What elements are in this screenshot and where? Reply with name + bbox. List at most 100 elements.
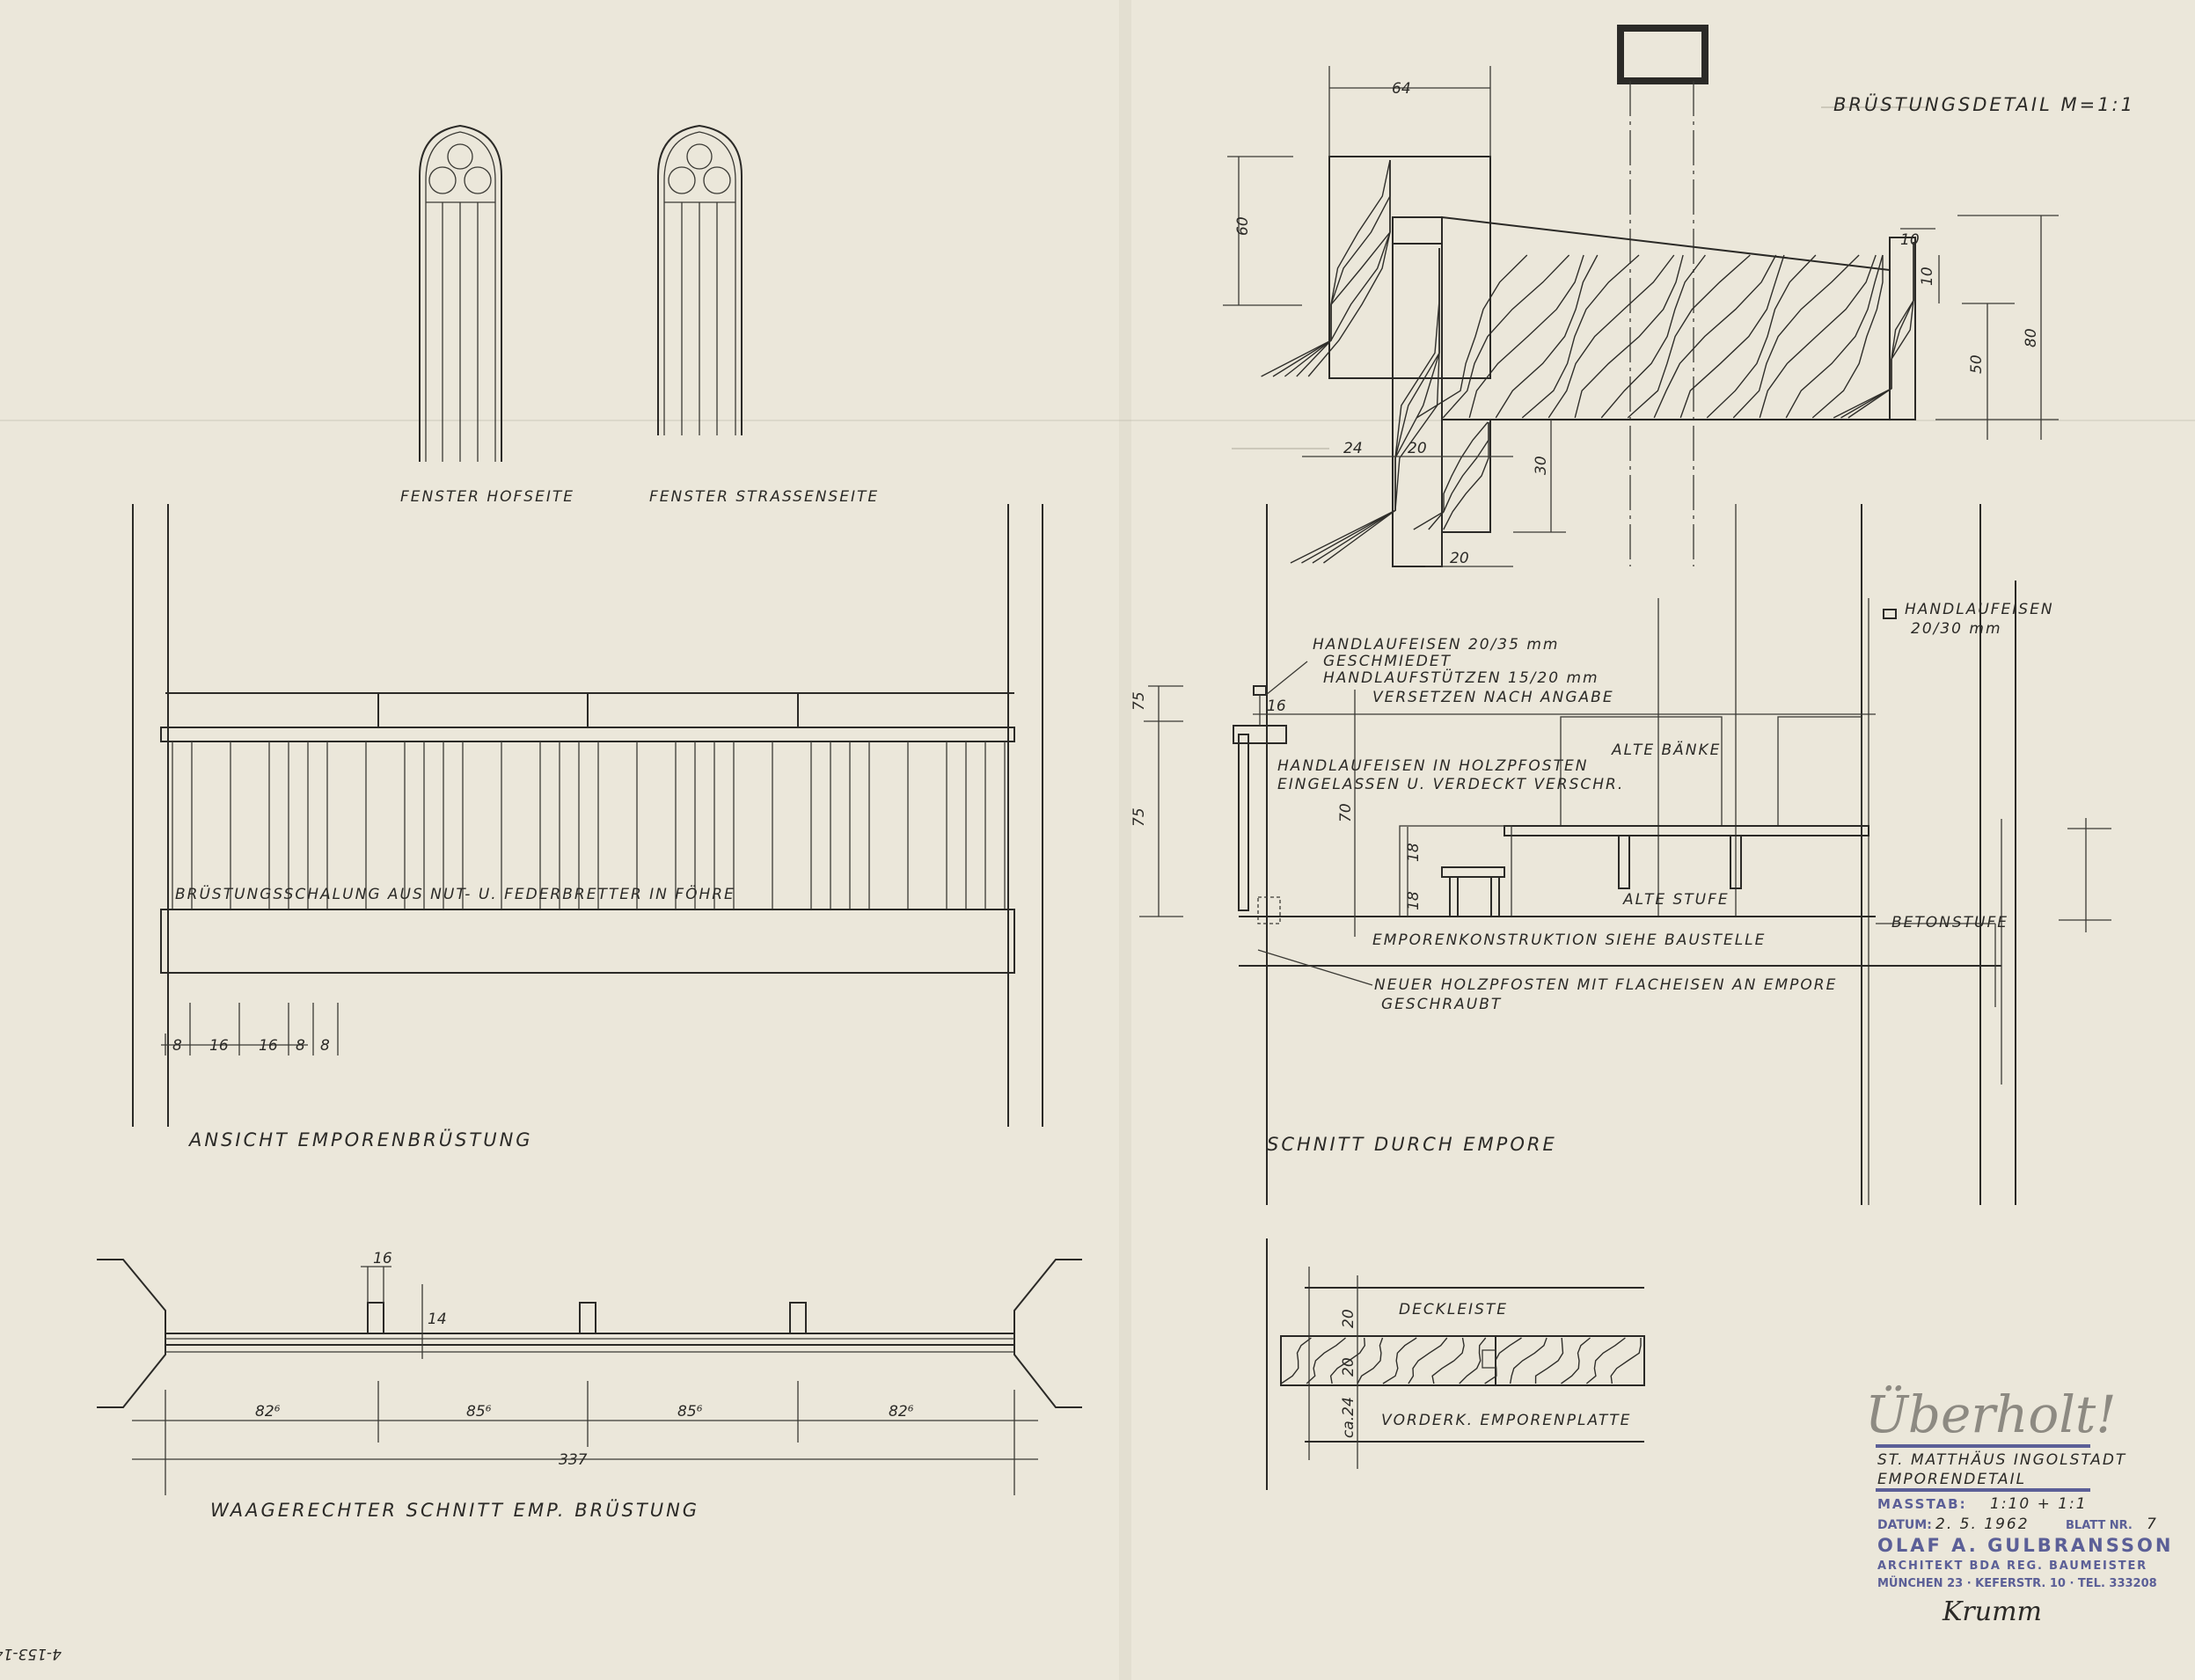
gallery-section bbox=[1139, 504, 2111, 1205]
plan-post-width: 16 bbox=[373, 1250, 392, 1267]
grain-line bbox=[1653, 254, 1777, 419]
grain-line bbox=[1706, 254, 1817, 419]
grain-line bbox=[1732, 254, 1860, 419]
note-gallery-construction: EMPORENKONSTRUKTION SIEHE BAUSTELLE bbox=[1372, 931, 1766, 949]
grain-line bbox=[1428, 422, 1489, 530]
grain-line bbox=[1600, 254, 1706, 419]
grain-line bbox=[1431, 1337, 1465, 1384]
grain-line bbox=[1574, 254, 1684, 419]
detail-dim: 80 bbox=[2023, 328, 2040, 347]
grain-line bbox=[1785, 254, 1884, 419]
small-detail-dim: 20 bbox=[1340, 1309, 1357, 1328]
grain-line bbox=[1468, 254, 1584, 419]
handrail-detail bbox=[1223, 25, 2059, 567]
project-name: ST. MATTHÄUS INGOLSTADT bbox=[1877, 1450, 2126, 1469]
section-dim: 18 bbox=[1405, 891, 1423, 910]
elevation-dim-label: 16 bbox=[259, 1037, 278, 1055]
plan-total-dim: 337 bbox=[559, 1451, 588, 1469]
grain-line bbox=[1509, 1337, 1547, 1384]
plan-bay-dim: 85⁶ bbox=[466, 1403, 492, 1421]
wood-grain-hatching bbox=[1261, 159, 1914, 564]
grain-line bbox=[1585, 1337, 1626, 1384]
section-title: SCHNITT DURCH EMPORE bbox=[1267, 1134, 1557, 1155]
note-handrail-iron-forged: GESCHMIEDET bbox=[1323, 653, 1452, 670]
note-handrail-iron-2: HANDLAUFEISEN bbox=[1905, 601, 2054, 618]
archive-number: 4-153-149 bbox=[0, 1645, 62, 1662]
sheet-number-label: BLATT NR. bbox=[2066, 1519, 2133, 1532]
grain-line bbox=[1382, 1337, 1417, 1384]
grain-line bbox=[1272, 160, 1391, 377]
small-detail-dim: ca.24 bbox=[1340, 1397, 1357, 1438]
grain-line bbox=[1610, 1338, 1642, 1384]
date-value: 2. 5. 1962 bbox=[1935, 1516, 2030, 1533]
elevation-dim-label: 8 bbox=[172, 1037, 182, 1055]
detail-dim: 24 bbox=[1343, 440, 1363, 457]
architect-address: MÜNCHEN 23 · KEFERSTR. 10 · TEL. 333208 bbox=[1877, 1576, 2157, 1590]
date-label: DATUM: bbox=[1877, 1518, 1932, 1532]
note-new-post: NEUER HOLZPFOSTEN MIT FLACHEISEN AN EMPO… bbox=[1374, 976, 1837, 994]
note-handrail-supports-b: VERSETZEN NACH ANGABE bbox=[1372, 689, 1614, 706]
pencil-annotation: Überholt! bbox=[1865, 1384, 2117, 1444]
small-detail-top-label: DECKLEISTE bbox=[1399, 1301, 1508, 1318]
paper-fold bbox=[1119, 0, 1131, 1680]
detail-dim: 20 bbox=[1450, 550, 1469, 567]
grain-line bbox=[1759, 254, 1877, 419]
detail-dim: 60 bbox=[1234, 216, 1252, 236]
grain-line bbox=[1459, 1337, 1487, 1384]
section-dim: 16 bbox=[1267, 698, 1286, 715]
grain-line bbox=[1534, 1337, 1564, 1384]
detail-dim: 50 bbox=[1968, 354, 1986, 374]
post-plan bbox=[789, 1302, 807, 1334]
scale-value: 1:10 + 1:1 bbox=[1990, 1495, 2088, 1513]
grain-line bbox=[1679, 254, 1785, 419]
window-courtyard-side bbox=[419, 124, 502, 462]
grain-line bbox=[1416, 254, 1528, 419]
plan-post-offset: 14 bbox=[428, 1311, 447, 1328]
note-old-step: ALTE STUFE bbox=[1622, 891, 1730, 909]
wood-grain-hatching bbox=[1280, 1337, 1642, 1384]
grain-line bbox=[1306, 1337, 1346, 1384]
grain-line bbox=[1627, 254, 1751, 419]
section-dim: 75 bbox=[1130, 691, 1148, 711]
detail-dim: 10 bbox=[1919, 267, 1936, 286]
balustrade-boards bbox=[172, 741, 1006, 909]
architect-profession: ARCHITEKT BDA REG. BAUMEISTER bbox=[1877, 1559, 2147, 1573]
detail-dim: 64 bbox=[1392, 80, 1411, 98]
title-block: Überholt! ST. MATTHÄUS INGOLSTADT EMPORE… bbox=[1865, 1384, 2170, 1627]
note-old-benches: ALTE BÄNKE bbox=[1611, 741, 1721, 759]
elevation-dim-label: 8 bbox=[296, 1037, 305, 1055]
grain-line bbox=[1442, 254, 1570, 419]
plan-bay-dim: 82⁶ bbox=[889, 1403, 914, 1421]
grain-line bbox=[1847, 242, 1914, 419]
section-dim: 18 bbox=[1405, 843, 1423, 862]
grain-line bbox=[1329, 1337, 1366, 1384]
section-dim: 75 bbox=[1130, 807, 1148, 827]
grain-line bbox=[1323, 248, 1440, 564]
note-embed: HANDLAUFEISEN IN HOLZPFOSTEN bbox=[1277, 757, 1588, 775]
grain-line bbox=[1811, 255, 1884, 419]
note-handrail-iron-2b: 20/30 mm bbox=[1911, 620, 2002, 638]
grain-line bbox=[1495, 254, 1599, 419]
grain-line bbox=[1357, 1337, 1384, 1384]
note-handrail-supports: HANDLAUFSTÜTZEN 15/20 mm bbox=[1323, 668, 1599, 687]
note-embed-b: EINGELASSEN U. VERDECKT VERSCHR. bbox=[1277, 776, 1624, 793]
grain-line bbox=[1280, 1337, 1312, 1384]
detail-dim: 30 bbox=[1533, 456, 1550, 475]
window-street-side bbox=[657, 124, 743, 435]
grain-line bbox=[1547, 254, 1675, 419]
elevation-dim-label: 16 bbox=[209, 1037, 229, 1055]
small-detail-dim: 20 bbox=[1340, 1357, 1357, 1377]
sheet-number: 7 bbox=[2147, 1516, 2158, 1533]
plan-section-title: WAAGERECHTER SCHNITT EMP. BRÜSTUNG bbox=[210, 1499, 699, 1521]
window-right-label: FENSTER STRASSENSEITE bbox=[649, 488, 879, 506]
detail-title: BRÜSTUNGSDETAIL M=1:1 bbox=[1833, 93, 2135, 115]
detail-dim: 10 bbox=[1900, 231, 1920, 249]
signature: Krumm bbox=[1942, 1596, 2042, 1627]
detail-dim: 20 bbox=[1408, 440, 1427, 457]
plan-bay-dim: 82⁶ bbox=[255, 1403, 281, 1421]
sheet-title: EMPORENDETAIL bbox=[1877, 1471, 2026, 1488]
note-handrail-iron: HANDLAUFEISEN 20/35 mm bbox=[1313, 636, 1559, 654]
note-new-post-b: GESCHRAUBT bbox=[1381, 996, 1502, 1013]
cover-strip-detail bbox=[1266, 1238, 1645, 1490]
